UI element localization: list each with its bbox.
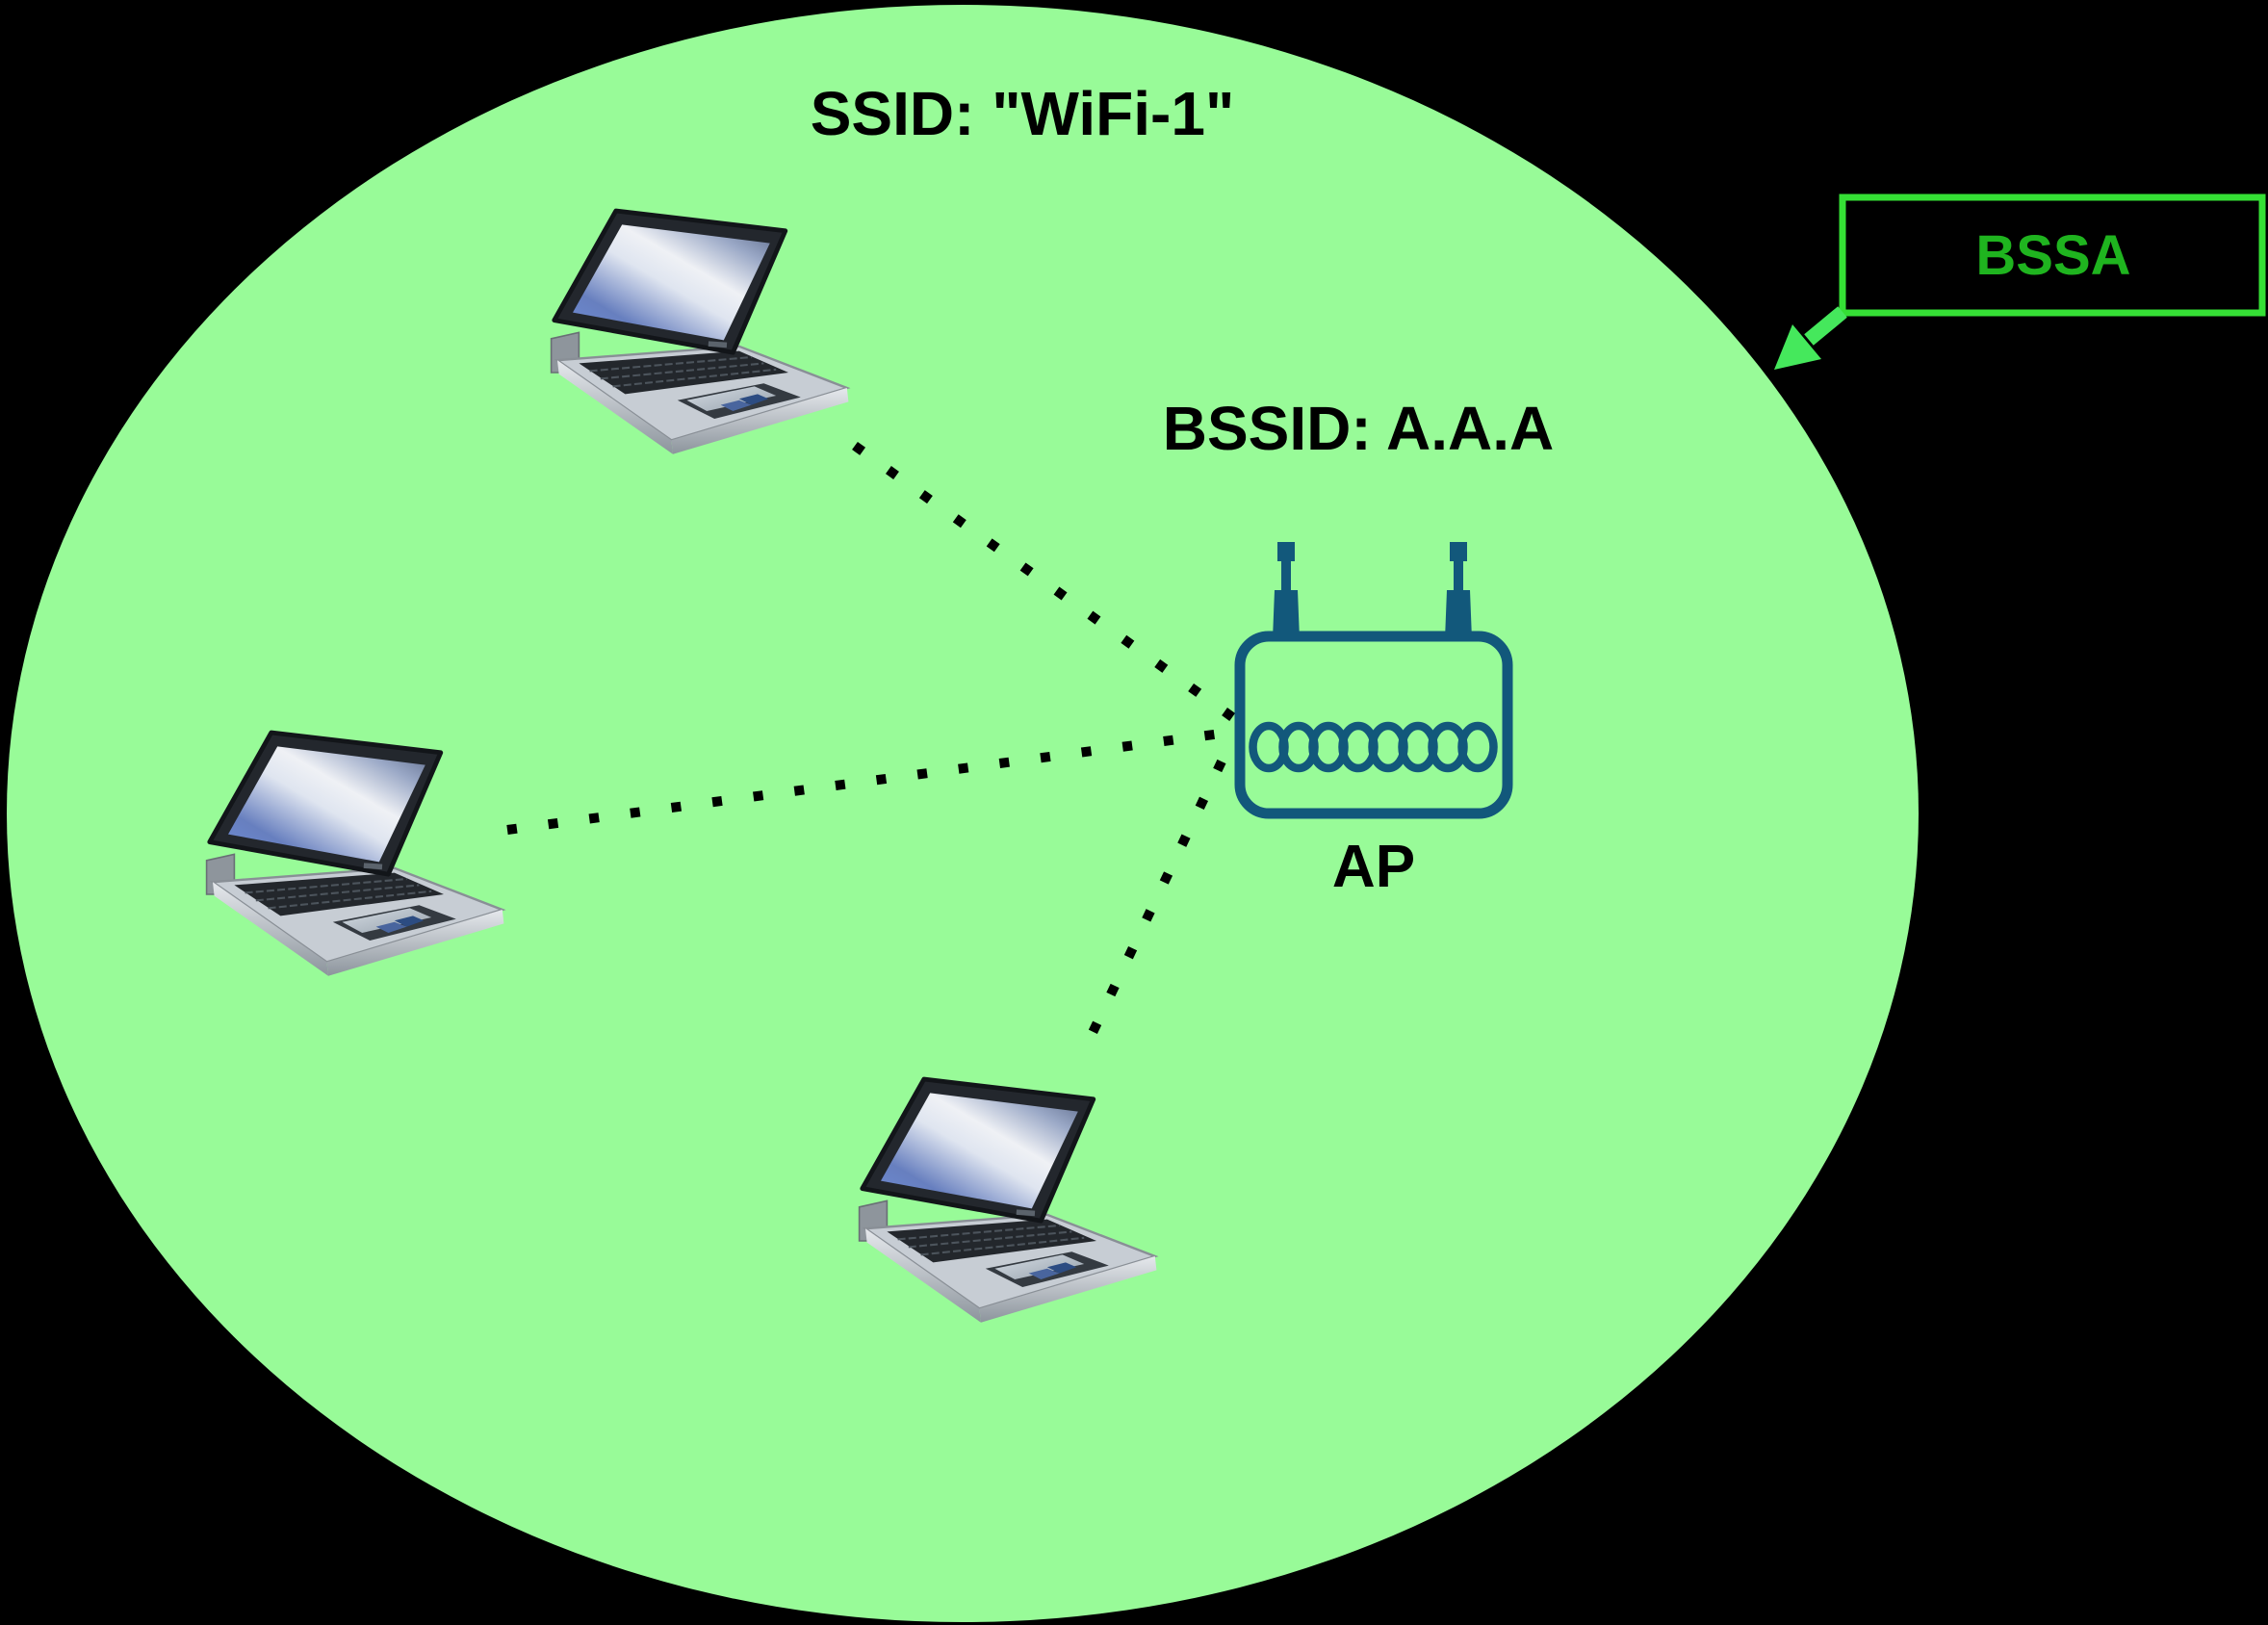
wireless-link-dotted-line [1084, 759, 1226, 1044]
coil-icon [1249, 721, 1498, 773]
bssa-arrow-icon [1774, 306, 1847, 370]
bssa-callout: BSSA [1774, 193, 2266, 370]
ap-label: AP [1332, 834, 1415, 900]
antenna-icon [1445, 542, 1472, 639]
antenna-icon [1273, 542, 1300, 639]
access-point-body [1234, 631, 1513, 819]
ssid-label: SSID: "WiFi-1" [811, 79, 1235, 148]
bssid-label: BSSID: A.A.A [1163, 394, 1555, 463]
coverage-area-ellipse [7, 5, 1919, 1622]
bssa-label: BSSA [1975, 224, 2130, 287]
wireless-access-point-icon [1234, 542, 1513, 819]
bssa-callout-box [1839, 193, 2266, 317]
